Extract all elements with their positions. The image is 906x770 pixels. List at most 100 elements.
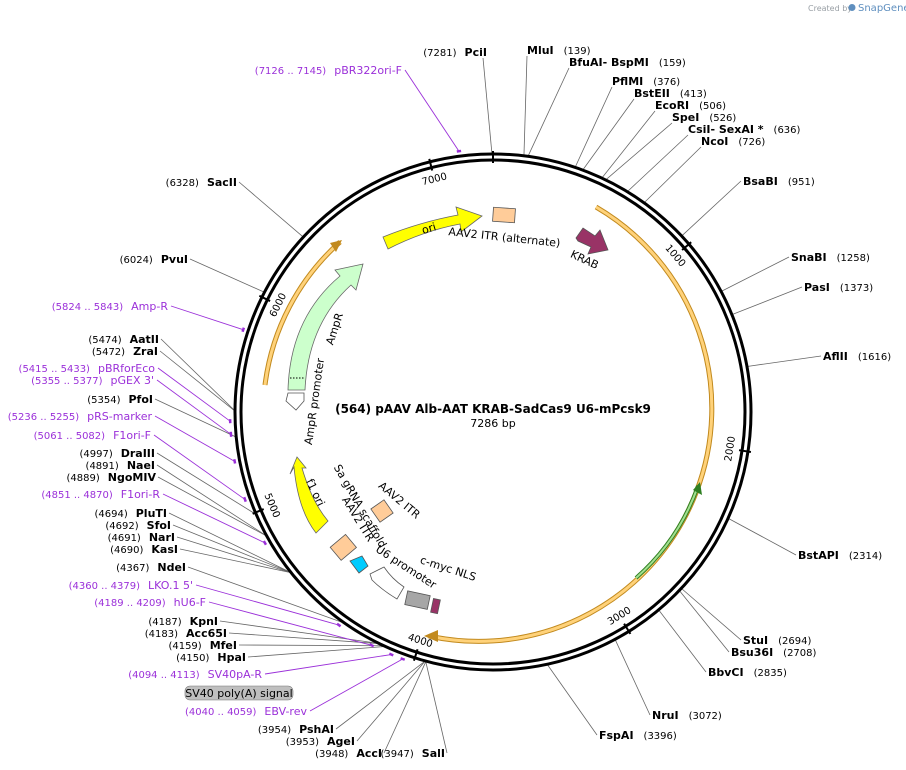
primer-mark xyxy=(456,149,462,153)
site-sfoi[interactable]: SfoI(4692) xyxy=(105,519,171,532)
site-bsu36i[interactable]: Bsu36I(2708) xyxy=(731,646,817,659)
site-ncoi[interactable]: NcoI(726) xyxy=(701,135,765,148)
site-stui[interactable]: StuI(2694) xyxy=(743,634,811,647)
site-zrai[interactable]: ZraI(5472) xyxy=(92,345,158,358)
site-snabi[interactable]: SnaBI(1258) xyxy=(791,251,870,264)
site-pasi[interactable]: PasI(1373) xyxy=(804,281,873,294)
left-orf-arrow-icon xyxy=(330,240,342,252)
sa-grna-scaffold-feature[interactable] xyxy=(349,555,369,574)
brand-label: SnapGene xyxy=(858,3,906,14)
site-name: BsaBI xyxy=(743,175,778,188)
primer-range: (7126 .. 7145) xyxy=(255,66,327,77)
site-sacii[interactable]: SacII(6328) xyxy=(166,176,237,189)
site-pflmi[interactable]: PflMI(376) xyxy=(612,75,680,88)
site-sali[interactable]: SalI(3947) xyxy=(381,747,445,760)
tick-label: 2000 xyxy=(723,435,738,462)
site-position: (526) xyxy=(709,113,736,124)
site-ngomiv[interactable]: NgoMIV(4889) xyxy=(67,471,157,484)
site-name: SalI xyxy=(422,747,445,760)
leader-line xyxy=(747,355,822,367)
site-position: (2835) xyxy=(754,668,787,679)
c-myc-nls-feature[interactable] xyxy=(430,598,441,615)
ori-feature[interactable] xyxy=(382,206,483,250)
aav2-itr-feature[interactable] xyxy=(370,499,394,523)
site-naei[interactable]: NaeI(4891) xyxy=(86,459,155,472)
site-position: (139) xyxy=(564,46,591,57)
site-bstapi[interactable]: BstAPI(2314) xyxy=(798,549,882,562)
f1-ori-feature[interactable] xyxy=(289,456,329,534)
primer-amp-r[interactable]: Amp-R(5824 .. 5843) xyxy=(52,300,169,313)
site-name: SfoI xyxy=(147,519,171,532)
site-pvui[interactable]: PvuI(6024) xyxy=(120,253,188,266)
site-spei[interactable]: SpeI(526) xyxy=(672,111,736,124)
aav2-itr-alternate-feature[interactable] xyxy=(492,206,516,224)
leader-line xyxy=(606,122,673,180)
site-ndei[interactable]: NdeI(4367) xyxy=(116,561,186,574)
primer-range: (4040 .. 4059) xyxy=(185,707,257,718)
site-kpni[interactable]: KpnI(4187) xyxy=(148,615,218,628)
primer-pgex-3-[interactable]: pGEX 3'(5355 .. 5377) xyxy=(31,374,154,387)
u6-promoter-feature[interactable] xyxy=(369,566,405,600)
primer-f1ori-r[interactable]: F1ori-R(4851 .. 4870) xyxy=(41,488,160,501)
site-bsabi[interactable]: BsaBI(951) xyxy=(743,175,815,188)
site-ecori[interactable]: EcoRI(506) xyxy=(655,99,726,112)
primer-lko-1-5-[interactable]: LKO.1 5'(4360 .. 4379) xyxy=(69,579,193,592)
site-name: BbvCI xyxy=(708,666,744,679)
created-by-label: Created by xyxy=(808,4,852,13)
krab-feature[interactable] xyxy=(575,227,609,255)
ampr-feature[interactable] xyxy=(287,263,364,391)
site-name: HpaI xyxy=(217,651,246,664)
site-pfoi[interactable]: PfoI(5354) xyxy=(87,393,153,406)
site-nari[interactable]: NarI(4691) xyxy=(108,531,175,544)
site-hpai[interactable]: HpaI(4150) xyxy=(176,651,246,664)
site-name: StuI xyxy=(743,634,768,647)
aav2-itr-2-feature[interactable] xyxy=(329,533,358,561)
leader-line xyxy=(582,98,635,170)
green-orf-arrow-icon xyxy=(693,482,702,495)
site-position: (6024) xyxy=(120,255,153,266)
site-position: (4694) xyxy=(94,509,127,520)
site-nrui[interactable]: NruI(3072) xyxy=(652,709,722,722)
primer-prs-marker[interactable]: pRS-marker(5236 .. 5255) xyxy=(8,410,153,423)
primer-leader-line xyxy=(195,584,339,626)
site-kasi[interactable]: KasI(4690) xyxy=(110,543,178,556)
site-aflii[interactable]: AflII(1616) xyxy=(823,350,891,363)
site-csii[interactable]: CsiI - SexAI *(636) xyxy=(688,123,801,136)
sv40-polya-badge[interactable]: SV40 poly(A) signal xyxy=(184,685,294,701)
site-bbvci[interactable]: BbvCI (2835) xyxy=(708,666,787,679)
site-bsteii[interactable]: BstEII(413) xyxy=(634,87,707,100)
primer-sv40pa-r[interactable]: SV40pA-R(4094 .. 4113) xyxy=(128,668,262,681)
site-pshai[interactable]: PshAI(3954) xyxy=(258,723,334,736)
leader-line xyxy=(732,286,803,315)
site-position: (4367) xyxy=(116,563,149,574)
site-position: (4183) xyxy=(145,629,178,640)
green-orf-arc[interactable] xyxy=(634,485,700,580)
primer-mark xyxy=(242,496,247,503)
site-mlui[interactable]: MluI(139) xyxy=(527,44,591,57)
leader-line xyxy=(728,518,797,556)
primer-leader-line xyxy=(264,654,392,675)
primer-pbr322ori-f[interactable]: pBR322ori-F(7126 .. 7145) xyxy=(255,64,402,77)
primer-hu6-f[interactable]: hU6-F(4189 .. 4209) xyxy=(94,596,206,609)
site-mfei[interactable]: MfeI(4159) xyxy=(168,639,237,652)
site-acc65i[interactable]: Acc65I(4183) xyxy=(145,627,227,640)
site-aatii[interactable]: AatII(5474) xyxy=(88,333,159,346)
leader-line xyxy=(482,57,493,154)
primer-pbrforeco[interactable]: pBRforEco(5415 .. 5433) xyxy=(19,362,156,375)
primer-f1ori-f[interactable]: F1ori-F(5061 .. 5082) xyxy=(34,429,151,442)
site-pluti[interactable]: PluTI(4694) xyxy=(94,507,167,520)
site-agei[interactable]: AgeI(3953) xyxy=(286,735,355,748)
site-pcii[interactable]: PciI(7281) xyxy=(423,46,487,59)
tick-mark xyxy=(623,623,632,635)
primer-range: (4360 .. 4379) xyxy=(69,581,141,592)
site-bfuai[interactable]: BfuAI - BspMI(159) xyxy=(569,56,686,69)
primer-ebv-rev[interactable]: EBV-rev(4040 .. 4059) xyxy=(185,705,307,718)
ampr-promoter-feature[interactable] xyxy=(285,392,305,411)
site-draiii[interactable]: DraIII(4997) xyxy=(79,447,155,460)
primer-name: hU6-F xyxy=(174,596,206,609)
site-acci[interactable]: AccI(3948) xyxy=(315,747,382,760)
site-extra: - BspMI xyxy=(603,56,649,69)
site-fspai[interactable]: FspAI(3396) xyxy=(599,729,677,742)
primer-leader-line xyxy=(162,493,266,544)
sv40-polya-feature[interactable] xyxy=(404,590,431,610)
